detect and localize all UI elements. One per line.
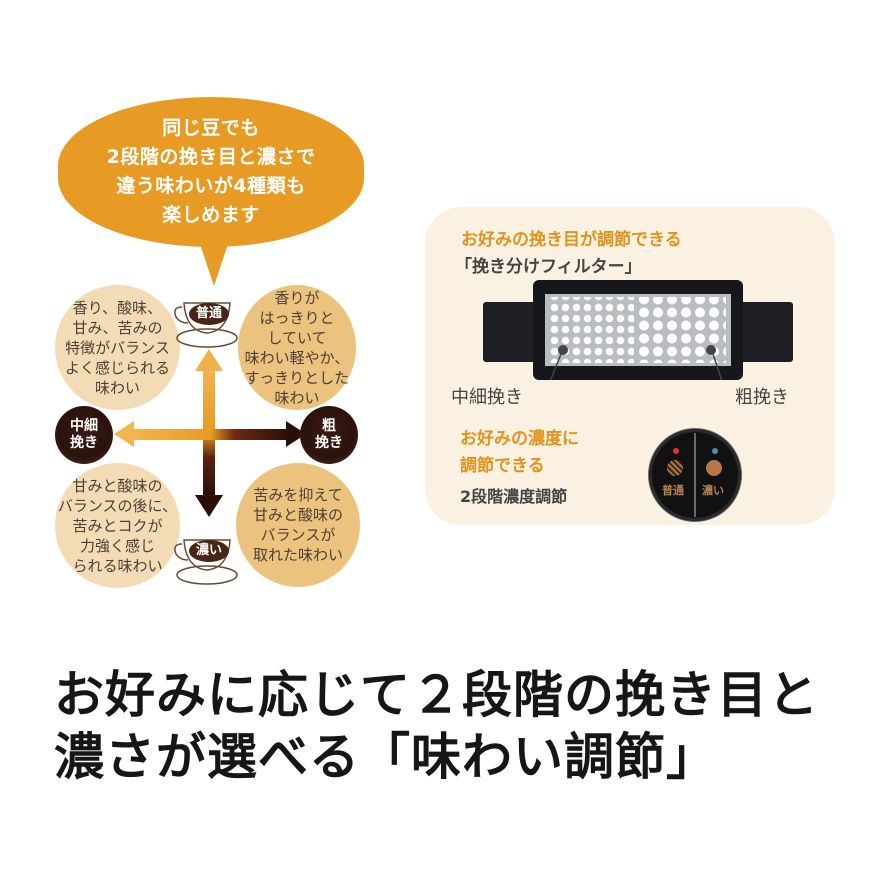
flavor-strong-fine: 甘みと酸味の バランスの後に、 苦みとコクが 力強く感じ られる味わい: [55, 463, 180, 588]
fine-grind-label: 中細挽き: [451, 387, 523, 408]
flavor-line: 香りが: [274, 288, 320, 307]
speech-bubble: 同じ豆でも 2段階の挽き目と濃さで 違う味わいが4種類も 楽しめます: [58, 97, 364, 247]
grind-filter-icon: [483, 280, 793, 380]
headline-line: 濃さが選べる「味わい調節」: [54, 727, 717, 786]
flavor-line: られる味わい: [72, 556, 163, 575]
flavor-line: 味わい軽やか、: [244, 348, 350, 367]
headline-line: お好みに応じて２段階の挽き目と: [54, 665, 819, 724]
flavor-line: バランスの後に、: [57, 496, 178, 515]
cup-normal: 普通: [172, 293, 242, 351]
flavor-line: 味わい: [94, 378, 140, 397]
red-led-icon: [673, 448, 679, 454]
bubble-text: 同じ豆でも 2段階の挽き目と濃さで 違う味わいが4種類も 楽しめます: [107, 114, 316, 230]
headline: お好みに応じて２段階の挽き目と 濃さが選べる「味わい調節」: [54, 664, 854, 788]
grind-line: 挽き: [315, 435, 343, 451]
flavor-line: 特徴がバランス: [65, 338, 170, 357]
grind-heading: お好みの挽き目が調節できる: [461, 230, 682, 250]
grind-line: 中細: [70, 418, 98, 434]
strength-normal-label: 普通: [189, 303, 229, 325]
bubble-line: 楽しめます: [162, 204, 260, 226]
cup-strong: 濃い: [172, 530, 242, 588]
flavor-line: 苦みとコクが: [72, 516, 163, 535]
cross-arrows-icon: [114, 349, 306, 517]
flavor-line: 甘み、苦みの: [72, 318, 163, 337]
grind-fine-badge: 中細 挽き: [55, 406, 113, 464]
grind-line: 粗: [322, 418, 336, 434]
flavor-line: 味わい: [274, 388, 320, 407]
knob-divider: [694, 433, 696, 517]
flavor-line: 甘みと酸味の: [252, 506, 343, 524]
flavor-line: 苦みを抑えて: [253, 486, 343, 504]
flavor-line: はっきりと: [259, 308, 335, 327]
knob-strong-label: 濃い: [702, 484, 724, 497]
flavor-normal-fine: 香り、酸味、 甘み、苦みの 特徴がバランス よく感じられる 味わい: [55, 285, 180, 410]
normal-strength-icon: [667, 460, 683, 476]
feature-panel: お好みの挽き目が調節できる 「挽き分けフィルター」 中細挽き 粗挽き お好みの濃…: [425, 207, 835, 525]
strength-heading-line: お好みの濃度に: [460, 429, 579, 449]
strength-name: 2段階濃度調節: [460, 487, 568, 506]
flavor-line: 香り、酸味、: [72, 298, 163, 317]
bubble-tail: [198, 238, 230, 286]
strong-strength-icon: [706, 460, 722, 476]
flavor-line: すっきりとした: [244, 368, 350, 387]
strength-strong-label: 濃い: [189, 540, 229, 562]
flavor-line: バランスが: [260, 526, 336, 544]
coarse-grind-label: 粗挽き: [735, 387, 789, 408]
strength-heading: お好みの濃度に 調節できる: [460, 426, 579, 480]
filter-name: 「挽き分けフィルター」: [455, 257, 642, 277]
grind-coarse-badge: 粗 挽き: [300, 406, 358, 464]
flavor-line: していて: [267, 328, 327, 347]
flavor-normal-coarse: 香りが はっきりと していて 味わい軽やか、 すっきりとした 味わい: [238, 285, 356, 410]
flavor-line: 取れた味わい: [252, 546, 343, 564]
flavor-line: 甘みと酸味の: [72, 476, 163, 495]
grind-line: 挽き: [70, 435, 98, 451]
strength-knob: 普通 濃い: [649, 429, 741, 521]
flavor-strong-coarse: 苦みを抑えて 甘みと酸味の バランスが 取れた味わい: [236, 463, 360, 587]
bubble-line: 2段階の挽き目と濃さで: [106, 146, 316, 168]
knob-normal-label: 普通: [662, 484, 684, 497]
blue-led-icon: [712, 448, 718, 454]
flavor-line: よく感じられる: [64, 358, 170, 377]
strength-heading-line: 調節できる: [460, 456, 545, 476]
bubble-line: 違う味わいが4種類も: [116, 175, 306, 197]
bubble-line: 同じ豆でも: [162, 117, 260, 139]
flavor-line: 力強く感じ: [79, 536, 155, 555]
